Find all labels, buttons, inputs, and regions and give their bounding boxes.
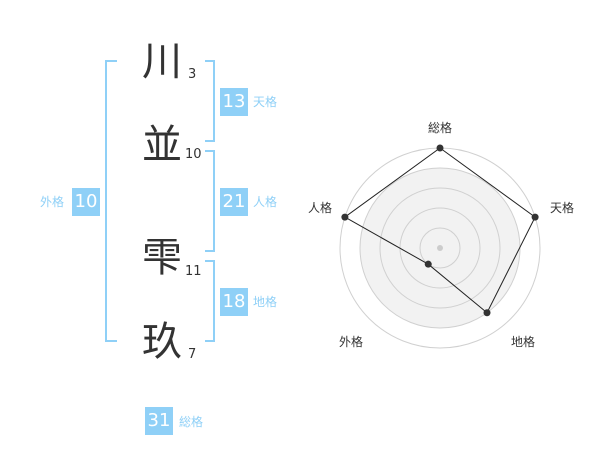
char-1: 川: [142, 39, 182, 85]
radar-point-3: [424, 260, 432, 268]
jinkaku-label: 人格: [253, 195, 278, 209]
axis-label-gaikaku: 外格: [339, 334, 363, 349]
stroke-count-3: 11: [185, 264, 202, 279]
chikaku-label: 地格: [253, 295, 278, 309]
stroke-count-4: 7: [188, 347, 197, 362]
char-2: 並: [142, 122, 182, 168]
tenkaku-bracket: [205, 60, 215, 142]
axis-label-tenkaku: 天格: [550, 200, 574, 215]
radar-point-4: [341, 213, 349, 221]
chikaku-badge: 18: [220, 288, 248, 316]
radar-point-1: [531, 213, 539, 221]
soukaku-label: 総格: [179, 415, 204, 429]
axis-label-chikaku: 地格: [511, 334, 535, 349]
chikaku-bracket: [205, 260, 215, 342]
radar-point-2: [483, 309, 491, 317]
radar-points: [341, 144, 539, 317]
gaikaku-bracket: [105, 60, 117, 342]
jinkaku-badge: 21: [220, 188, 248, 216]
radar-polygon: [343, 147, 536, 314]
jinkaku-bracket: [205, 150, 215, 252]
stroke-count-2: 10: [185, 147, 202, 162]
axis-label-jinkaku: 人格: [308, 200, 332, 215]
radar-point-0: [436, 144, 444, 152]
radar-chart: 総格 天格 地格 外格 人格: [308, 120, 574, 349]
char-4: 玖: [142, 319, 182, 365]
tenkaku-badge: 13: [220, 88, 248, 116]
tenkaku-label: 天格: [253, 95, 278, 109]
axis-label-soukaku: 総格: [428, 120, 452, 135]
soukaku-badge: 31: [145, 407, 173, 435]
stroke-count-1: 3: [188, 67, 197, 82]
char-3: 雫: [142, 235, 182, 281]
gaikaku-label: 外格: [40, 195, 65, 209]
gaikaku-badge: 10: [72, 188, 100, 216]
radar-center-dot: [437, 245, 443, 251]
